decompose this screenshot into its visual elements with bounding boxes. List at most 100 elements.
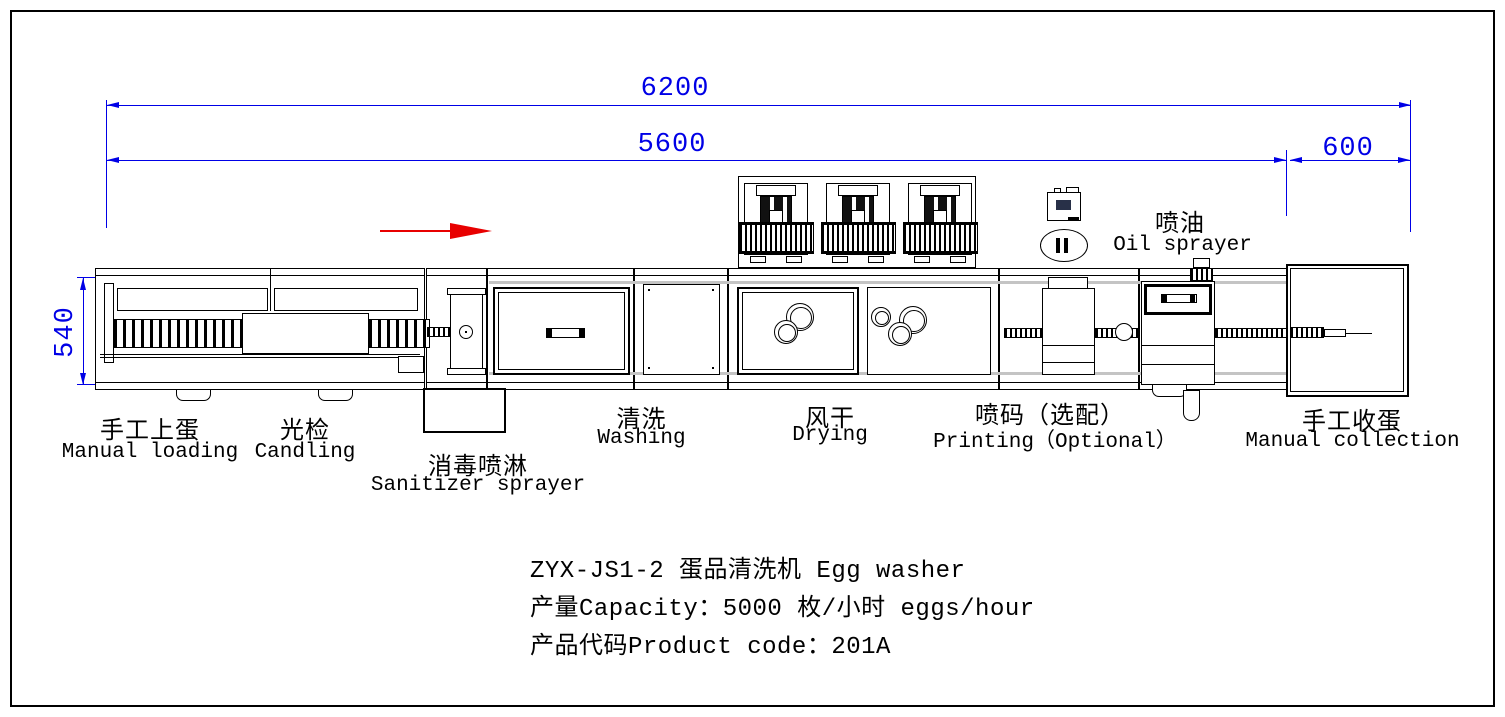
drain-bracket [1152, 385, 1187, 397]
dim-line-5600 [107, 160, 1286, 161]
screw-dot [648, 367, 650, 369]
label-sanitizer-en: Sanitizer sprayer [370, 474, 586, 497]
oil-slot-cap [1190, 295, 1195, 302]
transfer-chain [1004, 328, 1042, 338]
oil-cap-top-view-icon [1040, 229, 1088, 262]
fan-knob-icon [899, 306, 927, 334]
shaft-center-dot [465, 331, 467, 333]
blower-roller-band [739, 222, 814, 254]
track-shadow-top [489, 281, 1287, 284]
frame-line [100, 354, 420, 355]
foot-handle [176, 390, 211, 401]
blower-cap [920, 185, 960, 196]
fan-knob-inner [892, 326, 910, 344]
screw-dot [648, 289, 650, 291]
oil-bottle-notch [1068, 217, 1079, 221]
frame-line [100, 357, 420, 358]
label-drying-en: Drying [792, 424, 868, 447]
oil-cap-bar [1064, 238, 1068, 253]
screw-dot [712, 367, 714, 369]
washing-panel-b [643, 284, 720, 375]
fan-knob-inner [875, 311, 889, 325]
screw-dot [712, 289, 714, 291]
transfer-chain [427, 327, 451, 337]
oil-slot [1161, 294, 1197, 303]
dim-label-main-line-length: 5600 [637, 130, 707, 160]
transfer-chain-end [1290, 327, 1324, 338]
dim-arrow-icon [107, 102, 119, 108]
title-capacity-line: 产量Capacity：5000 枚/小时 eggs/hour [530, 596, 1035, 623]
candling-rail [274, 288, 418, 311]
dim-arrow-icon [1274, 157, 1286, 163]
oil-cap-bar [1056, 238, 1060, 253]
drive-box [398, 356, 424, 373]
title-model-line: ZYX-JS1-2 蛋品清洗机 Egg washer [530, 558, 966, 585]
washing-slot [546, 328, 585, 338]
blower-foot [832, 256, 848, 263]
oil-box-line [1142, 345, 1214, 346]
label-collection-en: Manual collection [1245, 430, 1460, 453]
dim-line-600 [1290, 160, 1410, 161]
printer-bridge-line [1043, 345, 1094, 346]
blower-roller-band [903, 222, 978, 254]
label-drying-zh: 风干 [805, 407, 855, 434]
sanitizer-tank [423, 388, 506, 433]
blower-cap [756, 185, 796, 196]
spray-nozzle-icon [1193, 258, 1210, 268]
dim-line-540 [83, 278, 84, 385]
flow-arrow-head-icon [450, 223, 492, 239]
printer-bridge-line [1043, 362, 1094, 363]
rail-joint [270, 268, 271, 311]
blower-foot [950, 256, 966, 263]
fan-knob-icon [774, 320, 798, 344]
candling-cover [242, 313, 369, 354]
transfer-chain [1215, 328, 1288, 338]
chain-end-rod [1346, 333, 1372, 334]
label-candling-zh: 光检 [280, 419, 330, 446]
label-candling-en: Candling [254, 441, 356, 464]
dim-arrow-icon [1398, 157, 1410, 163]
roller-conveyor-right [368, 319, 430, 348]
foot-handle [318, 390, 353, 401]
dim-arrow-icon [1290, 157, 1302, 163]
flow-arrow-icon [380, 230, 452, 232]
fan-knob-icon [888, 322, 912, 346]
fan-knob-inner [778, 324, 796, 342]
oil-bottle-label [1056, 200, 1071, 210]
drip-tube [1183, 390, 1200, 421]
washing-panel-a [493, 287, 630, 375]
extension-line-right [1410, 100, 1411, 232]
oil-bottle-tab [1066, 187, 1079, 193]
roller-conveyor-left [113, 319, 244, 348]
label-loading-en: Manual loading [61, 441, 239, 464]
blower-cap [838, 185, 878, 196]
dim-arrow-icon [80, 373, 86, 385]
label-washing-zh: 清洗 [616, 408, 667, 435]
printer-bridge [1042, 288, 1095, 375]
label-oil-sprayer-zh: 喷油 [1155, 212, 1205, 239]
label-sanitizer-zh: 消毒喷淋 [428, 455, 528, 482]
blower-foot [786, 256, 802, 263]
dim-arrow-icon [80, 278, 86, 290]
title-product-code-line: 产品代码Product code：201A [530, 634, 891, 661]
chain-wheel-icon [1115, 323, 1133, 341]
blower-foot [750, 256, 766, 263]
oil-slot-cap [1162, 295, 1167, 302]
label-oil-sprayer-en: Oil sprayer [1113, 234, 1252, 257]
drying-panel-1 [737, 287, 859, 375]
blower-roller-band [821, 222, 896, 254]
label-washing-en: Washing [597, 427, 686, 450]
dim-line-6200 [107, 105, 1411, 106]
chain-end-cap [1324, 329, 1346, 337]
dim-tick-bottom [77, 384, 99, 385]
dim-label-total-length: 6200 [640, 74, 710, 104]
oil-box-line [1142, 364, 1214, 365]
label-collection-zh: 手工收蛋 [1302, 410, 1402, 437]
washing-slot-cap [547, 329, 552, 337]
blower-foot [914, 256, 930, 263]
washing-slot-cap [579, 329, 584, 337]
extension-line-5600-right [1286, 150, 1287, 216]
fan-knob-icon [871, 307, 891, 327]
sanitizer-unit-cap-bottom [447, 368, 486, 375]
